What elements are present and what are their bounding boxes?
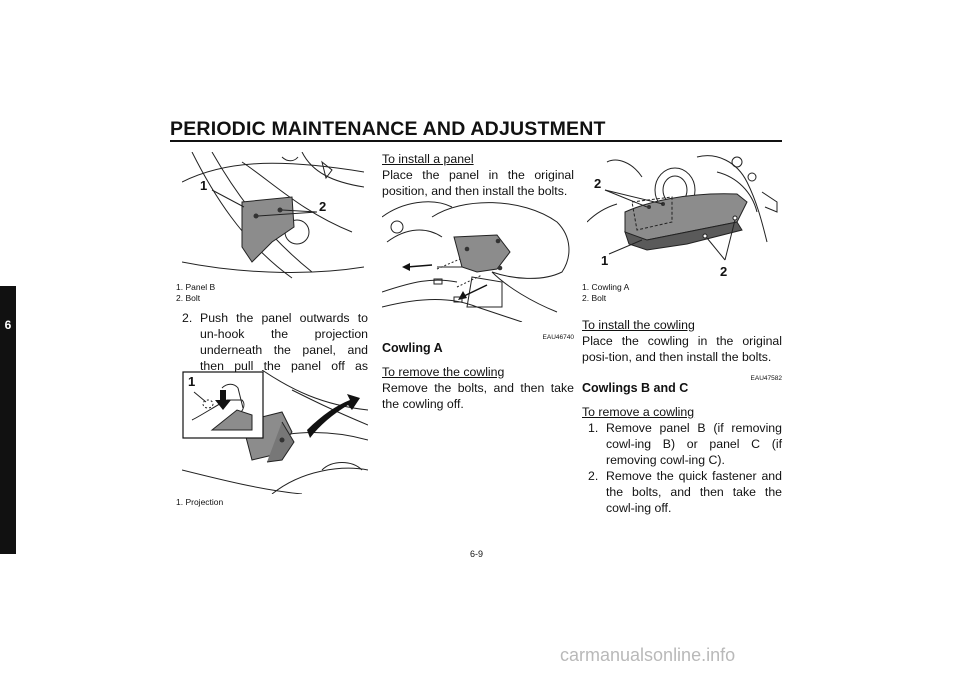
figure-callout-2: 2 bbox=[720, 264, 728, 279]
figure-caption: 1. Projection bbox=[176, 497, 224, 507]
page-title: PERIODIC MAINTENANCE AND ADJUSTMENT bbox=[170, 118, 606, 140]
footer-watermark: carmanualsonline.info bbox=[560, 645, 736, 665]
section-heading: Cowlings B and C bbox=[582, 381, 689, 395]
section-heading: To install a panel bbox=[382, 152, 474, 166]
section-heading: Cowling A bbox=[382, 341, 443, 355]
figure-caption: 2. Bolt bbox=[176, 293, 201, 303]
section-heading: To remove a cowling bbox=[582, 405, 695, 419]
title-rule bbox=[170, 140, 782, 142]
doc-code: EAU47582 bbox=[750, 375, 782, 382]
step-number: 2. bbox=[182, 311, 193, 325]
install-cowling-section: To install the cowling Place the cowling… bbox=[582, 317, 782, 365]
remove-a-cowling-section: To remove a cowling 1. Remove panel B (i… bbox=[582, 404, 782, 516]
step-number: 2. bbox=[588, 469, 599, 483]
figure-callout-1: 1 bbox=[601, 253, 609, 268]
figure-caption: 1. Cowling A bbox=[582, 282, 630, 292]
panel-b-illustration bbox=[182, 152, 364, 279]
projection-figure bbox=[182, 370, 368, 494]
chapter-tab-label: 6 bbox=[4, 318, 12, 332]
projection-illustration bbox=[182, 370, 368, 494]
panel-install-figure bbox=[382, 197, 574, 322]
section-text: Place the cowling in the original posi-t… bbox=[582, 334, 782, 364]
section-text: Place the panel in the original position… bbox=[382, 168, 574, 198]
step-number: 1. bbox=[588, 421, 599, 435]
panel-b-figure bbox=[182, 152, 364, 280]
section-heading: To install the cowling bbox=[582, 318, 695, 332]
figure-callout-1: 1 bbox=[188, 374, 196, 389]
chapter-tab: 6 bbox=[0, 286, 16, 554]
procedure-step: 2. Remove the quick fastener and the bol… bbox=[582, 468, 782, 516]
figure-callout-2: 2 bbox=[594, 176, 602, 191]
procedure-step: 1. Remove panel B (if removing cowl-ing … bbox=[582, 420, 782, 468]
figure-callout-2: 2 bbox=[319, 199, 327, 214]
figure-callout-1: 1 bbox=[200, 178, 208, 193]
cowling-a-figure bbox=[587, 152, 782, 279]
install-panel-section: To install a panel Place the panel in th… bbox=[382, 151, 574, 199]
figure-caption: 2. Bolt bbox=[582, 293, 607, 303]
doc-code: EAU46740 bbox=[542, 334, 574, 341]
page-number: 6-9 bbox=[470, 549, 484, 559]
cowling-a-illustration bbox=[587, 155, 778, 261]
section-text: Remove the bolts, and then take the cowl… bbox=[382, 381, 574, 411]
section-heading: To remove the cowling bbox=[382, 365, 505, 379]
step-text: Remove the quick fastener and the bolts,… bbox=[606, 469, 782, 515]
figure-caption: 1. Panel B bbox=[176, 282, 216, 292]
remove-cowling-section: To remove the cowling Remove the bolts, … bbox=[382, 364, 574, 412]
step-text: Remove panel B (if removing cowl-ing B) … bbox=[606, 421, 782, 467]
panel-install-illustration bbox=[382, 201, 570, 322]
